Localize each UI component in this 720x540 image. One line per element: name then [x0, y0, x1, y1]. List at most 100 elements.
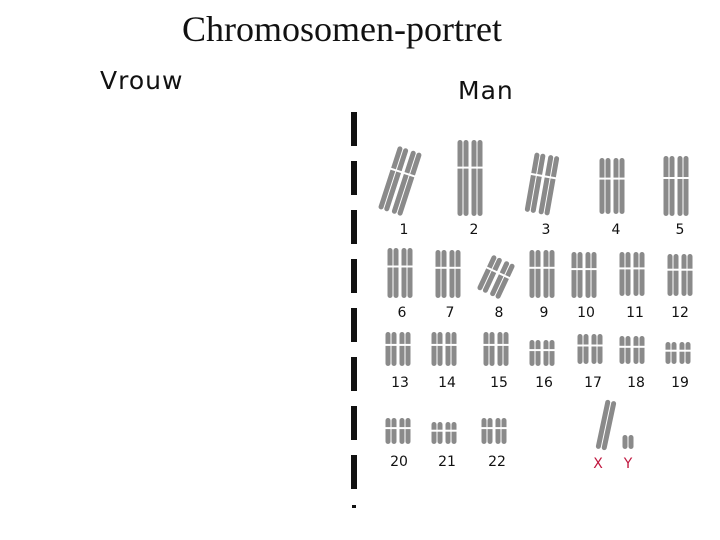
chromosome-pair-10 [571, 252, 597, 298]
chromatid [620, 336, 625, 364]
centromere [619, 267, 645, 269]
chromatid [680, 342, 685, 364]
chromosome-pair-15 [483, 332, 509, 366]
chromatid [682, 254, 687, 296]
chromatid [672, 342, 677, 364]
chromatid [684, 156, 689, 216]
chromatid [544, 250, 549, 298]
chromosome-label-21: 21 [427, 454, 467, 470]
chromosome-x [595, 399, 616, 450]
chromatid [586, 252, 591, 298]
chromatid [482, 418, 487, 444]
chromosome-label-1: 1 [384, 222, 424, 238]
chromatid [640, 252, 645, 296]
chromosome-label-13: 13 [380, 375, 420, 391]
male-label: Man [458, 76, 514, 105]
chromatid [550, 340, 555, 366]
chromosome-label-8: 8 [479, 305, 519, 321]
chromosome-label-9: 9 [524, 305, 564, 321]
chromatid [458, 140, 463, 216]
chromatid [406, 418, 411, 444]
centromere [435, 267, 461, 269]
centromere [431, 430, 457, 432]
chromosome-y [623, 435, 634, 449]
chromatid [472, 140, 477, 216]
chromatid [452, 422, 457, 444]
chromosome-pair-6 [387, 248, 413, 298]
chromosome-label-16: 16 [524, 375, 564, 391]
chromosome-label-6: 6 [382, 305, 422, 321]
chromosome-pair-12 [667, 254, 693, 296]
chromatid [623, 435, 628, 449]
chromosome-label-14: 14 [427, 375, 467, 391]
chromosome-pair-4 [599, 158, 625, 214]
chromosome-pair-22 [481, 418, 507, 444]
chromatid [614, 158, 619, 214]
chromosome-pair-8 [476, 254, 516, 299]
chromosome-label-22: 22 [477, 454, 517, 470]
chromatid [402, 248, 407, 298]
chromosome-label-18: 18 [616, 375, 656, 391]
chromatid [578, 252, 583, 298]
chromatid [504, 332, 509, 366]
chromosome-pair-9 [529, 250, 555, 298]
chromatid [668, 254, 673, 296]
chromatid [406, 332, 411, 366]
chromatid [600, 158, 605, 214]
chromosome-label-2: 2 [454, 222, 494, 238]
chromatid [634, 336, 639, 364]
chromatid [626, 336, 631, 364]
chromatid [496, 418, 501, 444]
chromatid [498, 332, 503, 366]
chromosome-label-12: 12 [660, 305, 700, 321]
centromere [385, 427, 411, 429]
chromatid [386, 332, 391, 366]
chromatid [666, 342, 671, 364]
chromosome-pair-13 [385, 332, 411, 366]
chromosome-label-15: 15 [479, 375, 519, 391]
chromatid [530, 340, 535, 366]
chromosome-pair-16 [529, 340, 555, 366]
chromatid [484, 332, 489, 366]
chromatid [392, 332, 397, 366]
chromatid [442, 250, 447, 298]
chromatid [432, 422, 437, 444]
chromosome-label-3: 3 [526, 222, 566, 238]
chromatid [536, 250, 541, 298]
chromosome-label-x: X [588, 456, 608, 472]
centromere [665, 350, 691, 352]
chromosome-pair-3 [524, 152, 560, 216]
chromosome-label-7: 7 [430, 305, 470, 321]
chromatid [544, 340, 549, 366]
chromatid [584, 334, 589, 364]
chromatid [400, 418, 405, 444]
chromatid [640, 336, 645, 364]
chromatid [436, 250, 441, 298]
centromere [599, 178, 625, 180]
chromosome-pair-21 [431, 422, 457, 444]
chromatid [674, 254, 679, 296]
chromatid [592, 252, 597, 298]
chromosome-label-19: 19 [660, 375, 700, 391]
centromere [577, 345, 603, 347]
chromatid [502, 418, 507, 444]
chromatid [452, 332, 457, 366]
chromatid [572, 252, 577, 298]
centromere [663, 177, 689, 179]
chromatid [620, 158, 625, 214]
chromosome-label-4: 4 [596, 222, 636, 238]
chromatid [686, 342, 691, 364]
chromatid [388, 248, 393, 298]
chromatid [394, 248, 399, 298]
centromere [619, 346, 645, 348]
chromatid [670, 156, 675, 216]
chromosome-pair-11 [619, 252, 645, 296]
female-label: Vrouw [100, 66, 183, 95]
dashed-divider [351, 112, 357, 512]
chromosome-pair-20 [385, 418, 411, 444]
chromatid [629, 435, 634, 449]
chromosome-pair-2 [457, 140, 483, 216]
chromatid [620, 252, 625, 296]
chromatid [446, 422, 451, 444]
chromatid [432, 332, 437, 366]
